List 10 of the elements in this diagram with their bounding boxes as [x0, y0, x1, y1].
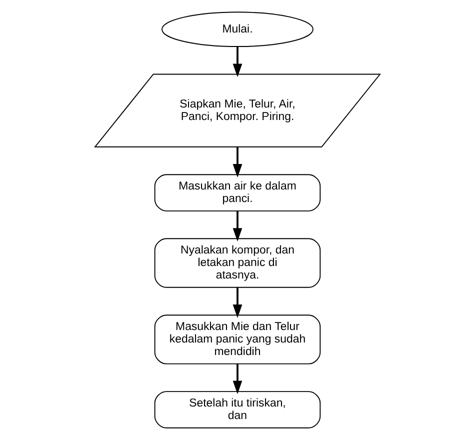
arrow [232, 364, 242, 394]
node-box: Masukkan air ke dalam panci. [154, 174, 320, 212]
arrow [232, 46, 242, 78]
arrow [232, 288, 242, 318]
node-box: Nyalakan kompor, dan letakan panic di atasnya. [154, 238, 320, 288]
node-ellipse: Mulai. [161, 12, 313, 48]
arrow [232, 210, 242, 242]
arrow [232, 146, 242, 178]
node-box: Setelah itu tiriskan, dan [154, 391, 320, 428]
node-box: Masukkan Mie dan Telur kedalam panic yang sudah mendidih [154, 314, 320, 364]
